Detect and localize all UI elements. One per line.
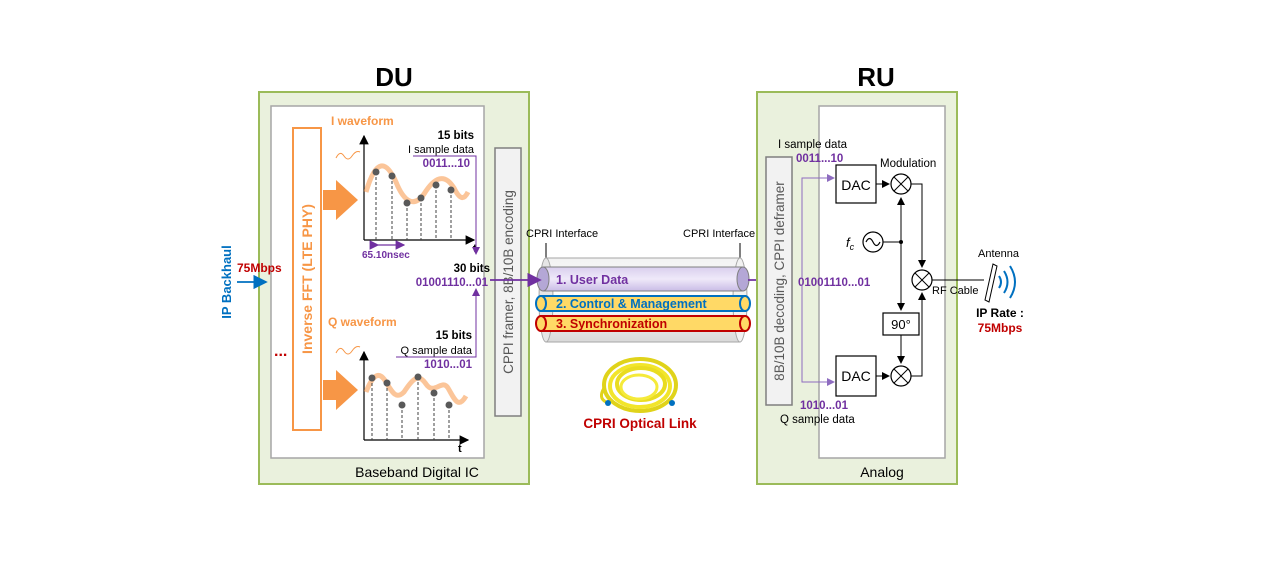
dac-top: [835, 164, 877, 204]
ip-rate-label: IP Rate :: [976, 306, 1024, 320]
cpri-interface-left: CPRI Interface: [526, 228, 598, 240]
i-sample-label: I sample data: [408, 144, 475, 156]
modulation-label: Modulation: [880, 158, 936, 170]
oscillator-icon: [862, 231, 884, 253]
combiner-mixer-icon: [911, 269, 933, 291]
cpri-deframer-label: 8B/10B decoding, CPPI deframer: [772, 181, 787, 381]
ru-i-sample-label: I sample data: [778, 139, 848, 151]
bottom-mixer-to-combiner: [911, 292, 926, 377]
q-sample-label: Q sample data: [400, 345, 472, 357]
antenna-label: Antenna: [978, 248, 1020, 260]
i-waveform-title: I waveform: [331, 114, 394, 128]
i-bits-label: 15 bits: [438, 130, 474, 142]
inverse-fft-block: [292, 127, 322, 431]
dac-top-label: DAC: [841, 177, 871, 193]
optical-fiber-image: [599, 357, 678, 413]
channel-user-data-label: 1. User Data: [556, 273, 629, 287]
cpri-interface-right: CPRI Interface: [683, 228, 755, 240]
du-title: DU: [375, 62, 413, 92]
fc-label: fc: [846, 235, 855, 252]
ru-i-sample-value: 0011...10: [796, 153, 843, 165]
cpri-deframer-block: [765, 156, 793, 406]
q-waveform-title: Q waveform: [328, 315, 397, 329]
q-axis-t: t: [458, 443, 462, 455]
ip-rate-value: 75Mbps: [978, 321, 1023, 335]
cpri-framer-block: [494, 147, 522, 417]
backhaul-rate: 75Mbps: [237, 261, 282, 275]
q-squiggle: [335, 346, 361, 355]
combined-value: 01001110...01: [416, 277, 489, 289]
period-label: 65.10nsec: [362, 250, 410, 261]
q-bits-line: [396, 288, 480, 358]
channel-synchronization: [535, 315, 751, 332]
q-orange-arrow: [323, 370, 358, 410]
dac-bottom-label: DAC: [841, 368, 871, 384]
q-sample-value: 1010...01: [424, 359, 473, 371]
radio-waves-icon: [998, 265, 1016, 299]
channel-synchronization-label: 3. Synchronization: [556, 317, 667, 331]
i-bits-line: [413, 155, 480, 255]
combined-bits-label: 30 bits: [454, 263, 490, 275]
mixer-top-icon: [890, 173, 912, 195]
antenna-icon: [984, 263, 998, 303]
i-sample-value: 0011...10: [423, 158, 470, 170]
mixer-bottom-icon: [890, 365, 912, 387]
ru-title: RU: [857, 62, 895, 92]
optical-link-caption: CPRI Optical Link: [583, 416, 697, 431]
inverse-fft-label: Inverse FFT (LTE PHY): [299, 204, 315, 354]
i-waveform-plot: [359, 134, 476, 245]
i-squiggle: [335, 151, 361, 160]
ru-q-sample-label: Q sample data: [780, 414, 855, 426]
q-waveform-plot: [359, 350, 470, 445]
phase-shifter-label: 90°: [891, 317, 911, 332]
baseband-ic-label: Baseband Digital IC: [355, 464, 479, 480]
i-orange-arrow: [323, 180, 358, 220]
channel-control-management: [535, 295, 751, 312]
top-mixer-to-combiner: [911, 183, 926, 268]
channel-user-data: [536, 266, 750, 292]
channel-control-management-label: 2. Control & Management: [556, 297, 708, 311]
ru-combined-value: 01001110...01: [798, 277, 871, 289]
ip-backhaul-label: IP Backhaul: [219, 245, 234, 318]
rf-cable-label: RF Cable: [932, 285, 978, 297]
ru-q-sample-value: 1010...01: [800, 400, 849, 412]
analog-label: Analog: [860, 464, 904, 480]
q-bits-label: 15 bits: [436, 330, 472, 342]
ru-q-path: [801, 284, 835, 386]
cpri-framer-label: CPPI framer, 8B/10B encoding: [501, 190, 516, 374]
ru-i-path: [801, 174, 835, 278]
fft-ellipsis: ...: [274, 343, 287, 360]
